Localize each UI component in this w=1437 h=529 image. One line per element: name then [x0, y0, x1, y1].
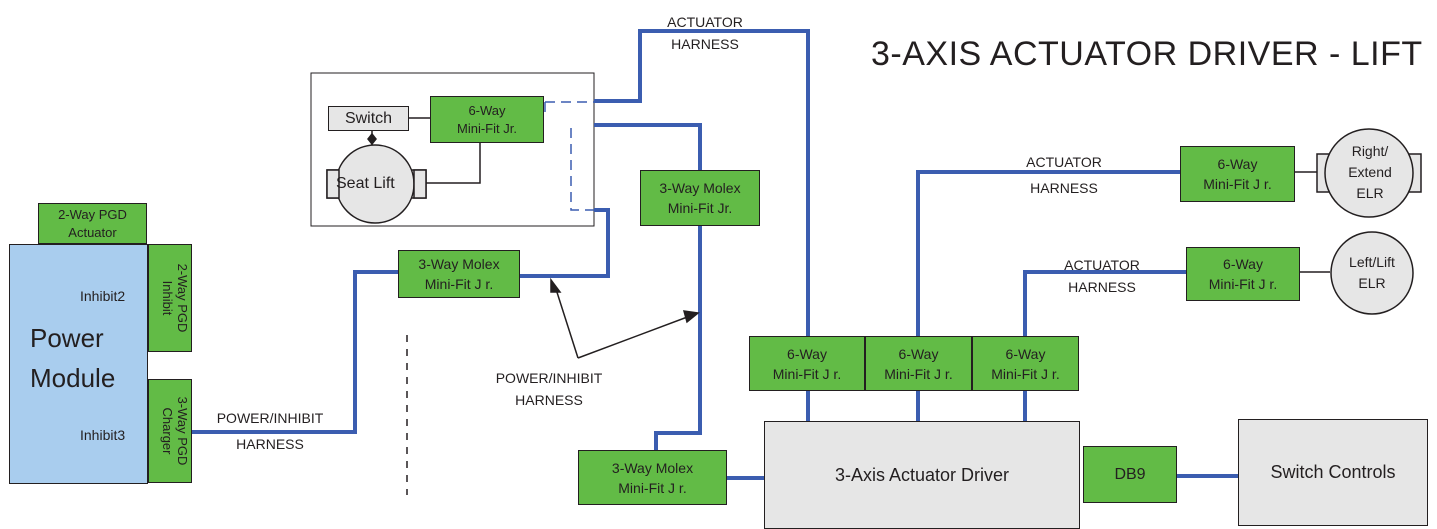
seat-6way-line2: Mini-Fit Jr. — [457, 120, 517, 136]
pgd-inhibit-connector — [148, 244, 192, 352]
actuator-left-line1: ACTUATOR — [1064, 257, 1140, 273]
power-inhibit-center-line2: HARNESS — [515, 392, 583, 408]
pgd-inhibit-line2: Inhibit — [160, 280, 175, 316]
molex-bottom-line1: 3-Way Molex — [611, 459, 694, 476]
power-inhibit-harness-left-label: POWER/INHIBIT HARNESS — [205, 407, 335, 455]
right-elr-line3: ELR — [1356, 185, 1384, 201]
left-elr-motor — [1300, 231, 1414, 315]
pgd-inhibit-label: 2-Way PGD Inhibit — [160, 247, 190, 349]
power-inhibit-harness-right — [654, 226, 702, 450]
driver-6way-connector-2: 6-Way Mini-Fit J r. — [865, 336, 972, 391]
pgd-charger-connector — [148, 379, 192, 483]
seat-lift-label: Seat Lift — [336, 175, 395, 192]
driver-6way-connector-3: 6-Way Mini-Fit J r. — [972, 336, 1079, 391]
power-module-label-2: Module — [30, 363, 116, 393]
switch-controls-label: Switch Controls — [1270, 462, 1396, 482]
seat-lift-motor — [326, 144, 427, 224]
left-elr-line2: ELR — [1358, 275, 1386, 291]
right-elr-motor — [1295, 128, 1422, 218]
actuator-right-line1: ACTUATOR — [1026, 154, 1102, 170]
seat-internal-wiring — [426, 143, 481, 184]
pgd-charger-line1: 3-Way PGD — [175, 396, 190, 466]
switch-link — [367, 117, 430, 147]
seat-6way-line1: 6-Way — [468, 102, 506, 118]
driver-6way-1-line2: Mini-Fit J r. — [772, 365, 842, 382]
power-inhibit-left-line1: POWER/INHIBIT — [216, 410, 324, 426]
actuator-harness-right-label: ACTUATOR HARNESS — [1009, 151, 1119, 199]
actuator-left-line2: HARNESS — [1068, 279, 1136, 295]
driver-6way-2-line1: 6-Way — [898, 345, 939, 362]
molex-right-line1: 3-Way Molex — [659, 180, 741, 196]
driver-6way-3-line2: Mini-Fit J r. — [991, 365, 1060, 382]
molex-bottom-line2: Mini-Fit J r. — [618, 479, 687, 496]
driver-6way-connector-1: 6-Way Mini-Fit J r. — [749, 336, 865, 391]
pgd-inhibit-line1: 2-Way PGD — [175, 263, 190, 333]
pointer-arrows — [550, 277, 700, 359]
driver-6way-3-line1: 6-Way — [1005, 345, 1046, 362]
left-elr-6way-line1: 6-Way — [1223, 256, 1263, 272]
seat-6way-connector: 6-Way Mini-Fit Jr. — [430, 96, 544, 143]
seat-internal-harness — [544, 101, 594, 211]
left-elr-6way-connector: 6-Way Mini-Fit J r. — [1186, 247, 1300, 301]
right-elr-6way-line2: Mini-Fit J r. — [1203, 176, 1272, 192]
molex-bottom-connector: 3-Way Molex Mini-Fit J r. — [578, 450, 727, 505]
molex-mid-connector: 3-Way Molex Mini-Fit J r. — [398, 250, 520, 298]
driver-6way-2-line2: Mini-Fit J r. — [884, 365, 953, 382]
power-inhibit-left-line2: HARNESS — [236, 436, 304, 452]
seat-enclosure — [310, 72, 595, 227]
pgd-actuator-connector: 2-Way PGD Actuator — [38, 203, 147, 244]
actuator-driver-module: 3-Axis Actuator Driver — [764, 421, 1080, 529]
left-elr-label: Left/Lift ELR — [1332, 252, 1412, 294]
actuator-driver-label: 3-Axis Actuator Driver — [834, 464, 1010, 485]
power-inhibit-center-line1: POWER/INHIBIT — [495, 370, 603, 386]
right-elr-6way-connector: 6-Way Mini-Fit J r. — [1180, 146, 1295, 202]
pgd-charger-label: 3-Way PGD Charger — [160, 382, 190, 480]
seat-switch: Switch — [328, 106, 409, 131]
right-elr-label: Right/ Extend ELR — [1335, 141, 1405, 204]
actuator-harness-top — [594, 29, 810, 422]
power-inhibit-harness-left — [192, 270, 398, 434]
molex-mid-line2: Mini-Fit J r. — [424, 276, 494, 292]
switch-controls-module: Switch Controls — [1238, 419, 1428, 526]
driver-6way-1-line1: 6-Way — [787, 345, 827, 362]
actuator-top-line2: HARNESS — [671, 36, 739, 52]
db9-connector: DB9 — [1083, 446, 1177, 503]
power-module — [9, 244, 148, 484]
pgd-actuator-line2: Actuator — [68, 224, 117, 240]
actuator-harness-left-label: ACTUATOR HARNESS — [1047, 254, 1157, 298]
molex-right-line2: Mini-Fit Jr. — [667, 200, 733, 216]
right-elr-line2: Extend — [1348, 164, 1392, 180]
right-elr-6way-line1: 6-Way — [1217, 156, 1258, 172]
left-elr-line1: Left/Lift — [1349, 254, 1395, 270]
seat-to-molex-right — [594, 123, 702, 170]
molex-right-connector: 3-Way Molex Mini-Fit Jr. — [640, 170, 760, 226]
inhibit2-label: Inhibit2 — [80, 288, 126, 304]
power-module-label-1: Power — [30, 323, 104, 353]
seat-feed-harness — [520, 208, 610, 278]
right-elr-line1: Right/ — [1351, 143, 1389, 159]
db9-label: DB9 — [1114, 465, 1146, 483]
pgd-charger-line2: Charger — [160, 407, 175, 455]
actuator-top-line1: ACTUATOR — [667, 14, 743, 30]
power-inhibit-harness-center-label: POWER/INHIBIT HARNESS — [490, 367, 608, 411]
inhibit3-label: Inhibit3 — [80, 427, 126, 443]
actuator-harness-top-label: ACTUATOR HARNESS — [650, 11, 760, 55]
seat-switch-label: Switch — [344, 109, 393, 127]
pgd-actuator-line1: 2-Way PGD — [58, 206, 127, 222]
left-elr-6way-line2: Mini-Fit J r. — [1208, 276, 1278, 292]
actuator-right-line2: HARNESS — [1030, 180, 1098, 196]
diagram-title: 3-AXIS ACTUATOR DRIVER - LIFT — [871, 35, 1423, 73]
molex-mid-line1: 3-Way Molex — [418, 256, 500, 272]
